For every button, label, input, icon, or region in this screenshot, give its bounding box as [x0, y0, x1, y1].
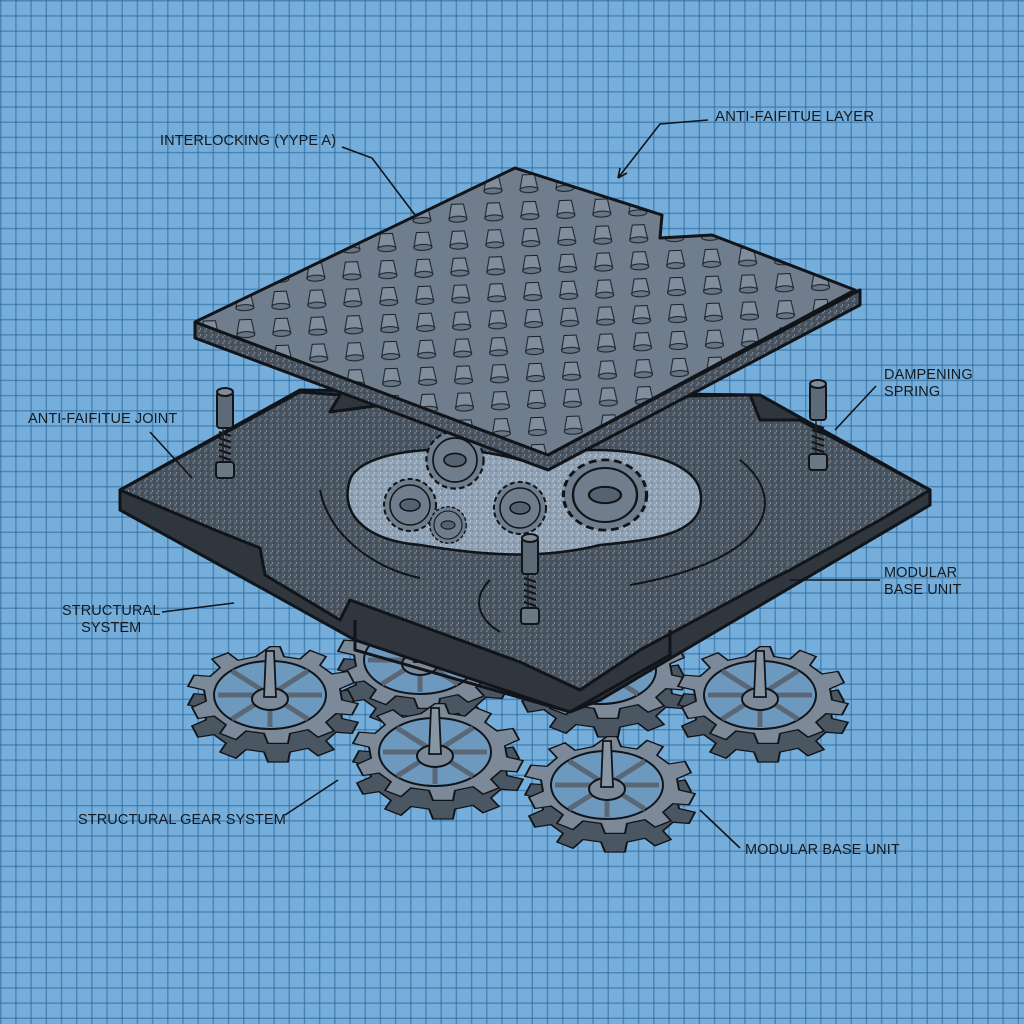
- leader-lines: [149, 119, 880, 849]
- label-interlocking-type-a: INTERLOCKING (YYPE A): [160, 133, 337, 149]
- label-modular-base-unit-bottom: MODULAR BASE UNIT: [745, 842, 900, 858]
- interlocking-top-plate: [193, 166, 862, 472]
- gear-right: [678, 647, 848, 762]
- label-structural-system: STRUCTURAL SYSTEM: [62, 603, 161, 636]
- label-structural-gear-system: STRUCTURAL GEAR SYSTEM: [78, 812, 286, 828]
- gear-center-right: [525, 737, 695, 852]
- label-anti-fatigue-layer: ANTI-FAIFITUE LAYER: [715, 108, 875, 125]
- label-anti-fatigue-joint: ANTI-FAIFITUE JOINT: [28, 411, 178, 427]
- label-modular-base-unit-right: MODULAR BASE UNIT: [884, 565, 962, 598]
- gear-left: [188, 647, 358, 762]
- label-dampening-spring: DAMPENING SPRING: [884, 367, 973, 400]
